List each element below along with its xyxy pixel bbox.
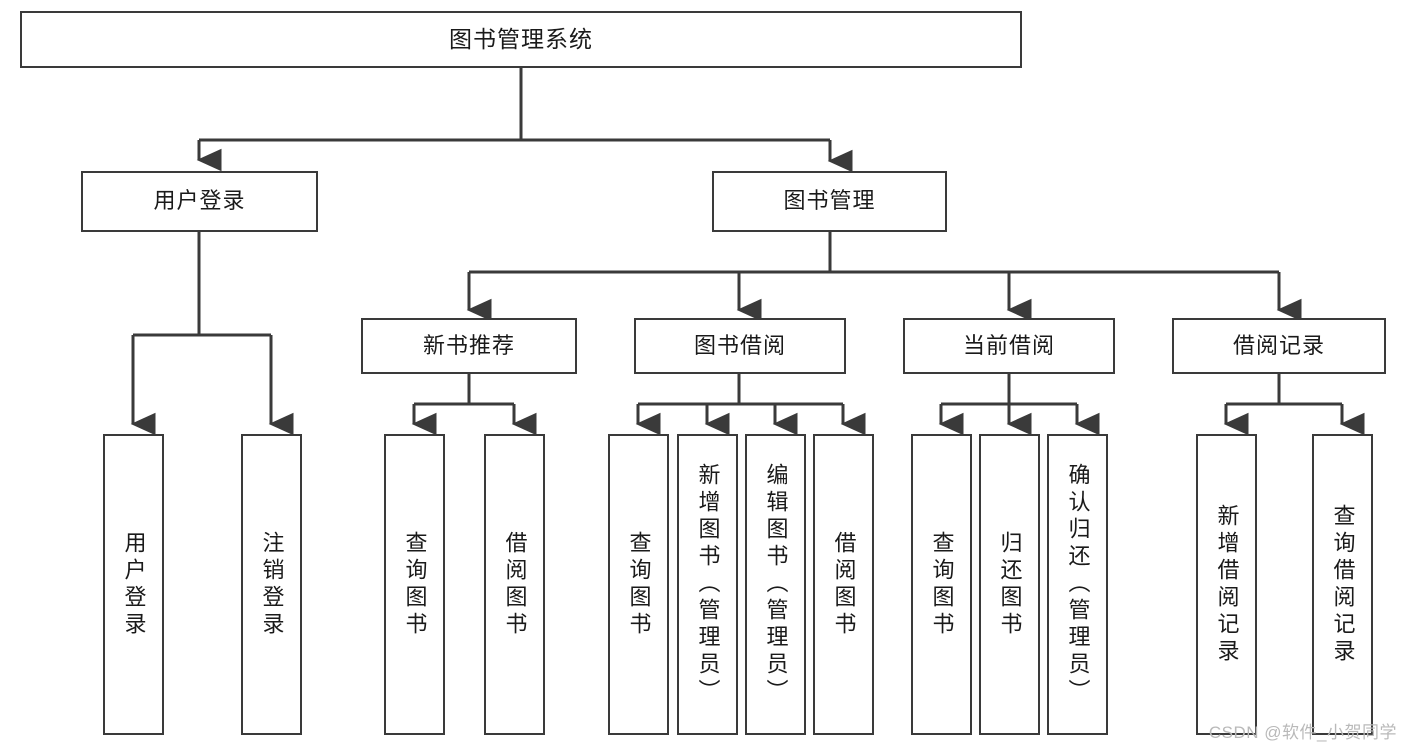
node-label: 借阅图书 <box>502 530 528 639</box>
leaf-record-add-record[interactable]: 新增借阅记录 <box>1196 434 1257 735</box>
watermark-csdn: CSDN @软件_小贺同学 <box>1208 723 1397 742</box>
node-label: 图书管理系统 <box>449 25 593 52</box>
node-label: 新书推荐 <box>422 332 515 358</box>
leaf-borrow-borrow-book[interactable]: 借阅图书 <box>813 434 874 735</box>
node-label: 借阅记录 <box>1232 332 1325 358</box>
node-label: 归还图书 <box>997 530 1023 639</box>
node-book-management[interactable]: 图书管理 <box>712 171 947 232</box>
leaf-borrow-query-book[interactable]: 查询图书 <box>608 434 669 735</box>
node-label: 新增图书（管理员） <box>695 463 721 706</box>
node-label: 查询图书 <box>929 530 955 639</box>
node-label: 借阅图书 <box>831 530 857 639</box>
node-label: 图书管理 <box>783 188 876 214</box>
node-label: 用户登录 <box>121 530 147 639</box>
node-label: 用户登录 <box>153 188 246 214</box>
node-current-borrow[interactable]: 当前借阅 <box>903 318 1115 374</box>
leaf-current-confirm-return-admin[interactable]: 确认归还（管理员） <box>1047 434 1108 735</box>
node-label: 图书借阅 <box>693 332 786 358</box>
node-user-login[interactable]: 用户登录 <box>81 171 318 232</box>
node-label: 查询图书 <box>626 530 652 639</box>
node-label: 新增借阅记录 <box>1214 503 1240 666</box>
node-root-book-management-system[interactable]: 图书管理系统 <box>20 11 1022 68</box>
node-borrow-record[interactable]: 借阅记录 <box>1172 318 1386 374</box>
node-label: 注销登录 <box>259 530 285 639</box>
node-new-book-recommend[interactable]: 新书推荐 <box>361 318 577 374</box>
node-label: 查询图书 <box>402 530 428 639</box>
leaf-recommend-borrow-book[interactable]: 借阅图书 <box>484 434 545 735</box>
node-label: 查询借阅记录 <box>1330 503 1356 666</box>
leaf-current-query-book[interactable]: 查询图书 <box>911 434 972 735</box>
leaf-record-query-record[interactable]: 查询借阅记录 <box>1312 434 1373 735</box>
node-label: 当前借阅 <box>962 332 1055 358</box>
leaf-recommend-query-book[interactable]: 查询图书 <box>384 434 445 735</box>
leaf-current-return-book[interactable]: 归还图书 <box>979 434 1040 735</box>
node-book-borrow[interactable]: 图书借阅 <box>634 318 846 374</box>
leaf-user-login-login[interactable]: 用户登录 <box>103 434 164 735</box>
leaf-borrow-edit-book-admin[interactable]: 编辑图书（管理员） <box>745 434 806 735</box>
leaf-user-login-logout[interactable]: 注销登录 <box>241 434 302 735</box>
node-label: 编辑图书（管理员） <box>763 463 789 706</box>
leaf-borrow-add-book-admin[interactable]: 新增图书（管理员） <box>677 434 738 735</box>
node-label: 确认归还（管理员） <box>1065 463 1091 706</box>
